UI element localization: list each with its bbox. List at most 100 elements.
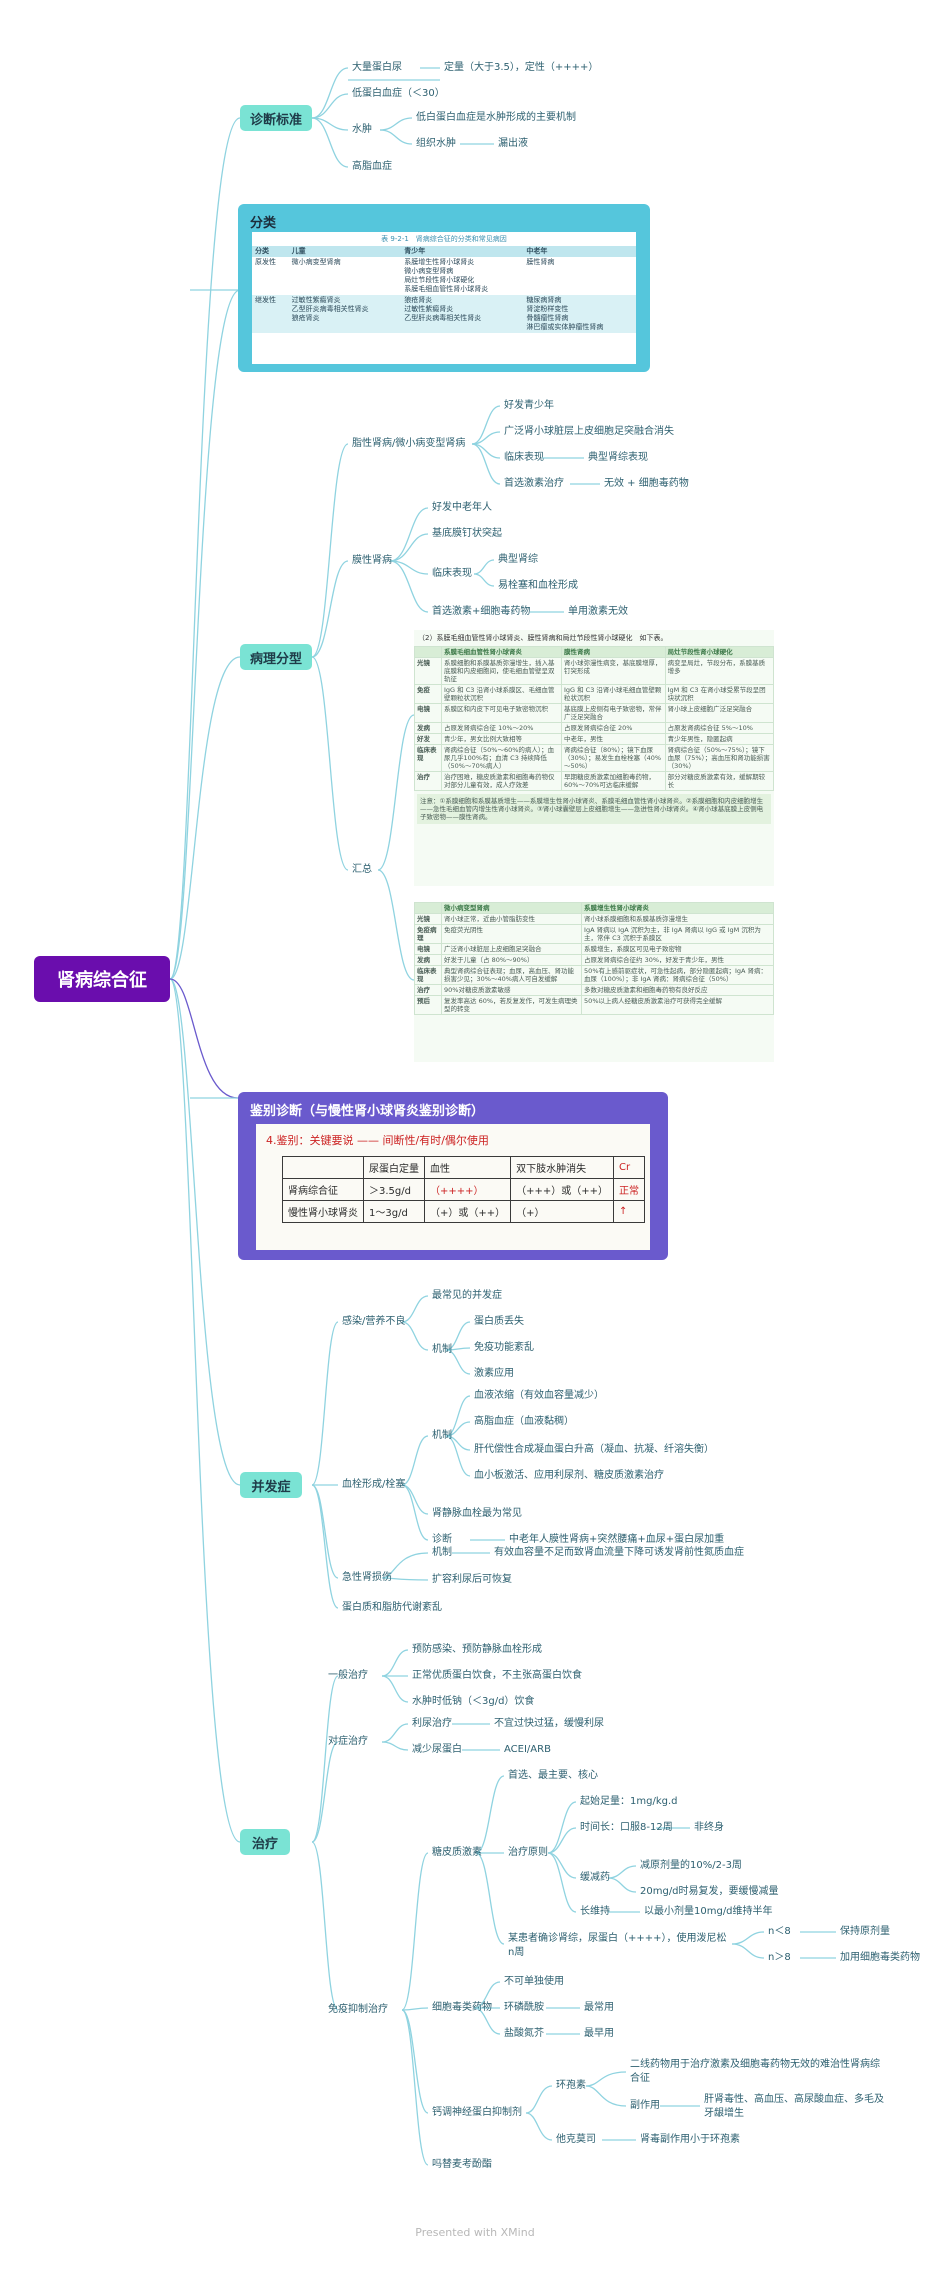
node-hypoalbuminemia[interactable]: 低蛋白血症（＜30） [352, 88, 445, 99]
node-aki-recovery[interactable]: 扩容利尿后可恢复 [432, 1574, 512, 1585]
summary-cell: 50%以上病人经糖皮质激素治疗可获得完全缓解 [581, 995, 774, 1015]
node-cyclophosphamide[interactable]: 环磷酰胺 [504, 2002, 544, 2013]
node-mn-thrombosis[interactable]: 易栓塞和血栓形成 [498, 580, 578, 591]
node-renal-vein[interactable]: 肾静脉血栓最为常见 [432, 1508, 522, 1519]
node-mc-age[interactable]: 好发青少年 [504, 400, 554, 411]
node-general-treatment[interactable]: 一般治疗 [328, 1670, 368, 1681]
topic-diagnosis-criteria[interactable]: 诊断标准 [240, 105, 312, 131]
node-aki-detail[interactable]: 有效血容量不足而致肾血流量下降可诱发肾前性氮质血症 [494, 1547, 744, 1558]
node-aki[interactable]: 急性肾损伤 [342, 1572, 392, 1583]
node-gc-duration[interactable]: 时间长：口服8-12周 [580, 1822, 673, 1833]
node-acei-arb[interactable]: ACEI/ARB [504, 1744, 551, 1755]
node-gc-taper[interactable]: 缓减药 [580, 1872, 610, 1883]
node-n-less-8[interactable]: n＜8 [768, 1926, 791, 1937]
node-diuretic[interactable]: 利尿治疗 [412, 1718, 452, 1729]
node-tacrolimus[interactable]: 他克莫司 [556, 2134, 596, 2145]
summary-header: 局灶节段性肾小球硬化 [664, 646, 774, 658]
node-tacrolimus-detail[interactable]: 肾毒副作用小于环孢素 [640, 2134, 740, 2145]
topic-pathology-types[interactable]: 病理分型 [240, 644, 312, 670]
node-metabolic-disorder[interactable]: 蛋白质和脂肪代谢紊乱 [342, 1602, 442, 1613]
node-aki-mechanism[interactable]: 机制 [432, 1547, 452, 1558]
node-tissue-edema[interactable]: 组织水肿 [416, 138, 456, 149]
node-mn-clinical[interactable]: 临床表现 [432, 568, 472, 579]
node-membranous[interactable]: 膜性肾病 [352, 555, 392, 566]
node-hemoconcentration[interactable]: 血液浓缩（有效血容量减少） [474, 1390, 604, 1401]
node-hyperlipidemia[interactable]: 高脂血症 [352, 161, 392, 172]
node-proteinuria-quant[interactable]: 定量（大于3.5），定性（++++） [444, 62, 599, 73]
node-symptomatic[interactable]: 对症治疗 [328, 1736, 368, 1747]
node-keep-dose[interactable]: 保持原剂量 [840, 1926, 890, 1937]
node-diagnosis-detail[interactable]: 中老年人膜性肾病+突然腰痛+血尿+蛋白尿加重 [509, 1534, 725, 1545]
node-cyclosporine[interactable]: 环孢素 [556, 2080, 586, 2091]
node-thrombosis-diagnosis[interactable]: 诊断 [432, 1534, 452, 1545]
node-cyclosporine-second-line[interactable]: 二线药物用于治疗激素及细胞毒药物无效的难治性肾病综合征 [630, 2059, 880, 2084]
node-add-cytotoxic[interactable]: 加用细胞毒类药物 [840, 1952, 920, 1963]
topic-treatment[interactable]: 治疗 [240, 1829, 290, 1855]
node-mc-foot-process[interactable]: 广泛肾小球脏层上皮细胞足突融合消失 [504, 426, 674, 437]
node-gc-taper-caution[interactable]: 20mg/d时易复发，要缓慢减量 [640, 1886, 779, 1897]
node-earliest[interactable]: 最早用 [584, 2028, 614, 2039]
node-transudate[interactable]: 漏出液 [498, 138, 528, 149]
node-gc-first-choice[interactable]: 首选、最主要、核心 [508, 1770, 598, 1781]
node-edema[interactable]: 水肿 [352, 124, 372, 135]
node-glucocorticoid[interactable]: 糖皮质激素 [432, 1847, 482, 1858]
node-infection[interactable]: 感染/营养不良 [342, 1316, 406, 1327]
node-blood-viscosity[interactable]: 高脂血症（血液黏稠） [474, 1416, 574, 1427]
node-gc-case[interactable]: 某患者确诊肾综，尿蛋白（++++），使用泼尼松n周 [508, 1933, 727, 1958]
node-infection-mechanism[interactable]: 机制 [432, 1344, 452, 1355]
node-mc-typical[interactable]: 典型肾综表现 [588, 452, 648, 463]
node-mn-steroid-alone[interactable]: 单用激素无效 [568, 606, 628, 617]
node-protein-diet[interactable]: 正常优质蛋白饮食，不主张高蛋白饮食 [412, 1670, 582, 1681]
node-reduce-proteinuria[interactable]: 减少尿蛋白 [412, 1744, 462, 1755]
node-immunosuppressive[interactable]: 免疫抑制治疗 [328, 2004, 388, 2015]
diff-cell: ↑ [613, 1200, 646, 1223]
node-calcineurin[interactable]: 钙调神经蛋白抑制剂 [432, 2107, 522, 2118]
node-gc-initial-dose[interactable]: 起始足量：1mg/kg.d [580, 1796, 678, 1807]
node-massive-proteinuria[interactable]: 大量蛋白尿 [352, 62, 402, 73]
node-mn-treatment[interactable]: 首选激素+细胞毒药物 [432, 606, 531, 617]
node-protein-loss[interactable]: 蛋白质丢失 [474, 1316, 524, 1327]
node-summary[interactable]: 汇总 [352, 864, 372, 875]
node-side-effects-detail[interactable]: 肝肾毒性、高血压、高尿酸血症、多毛及牙龈增生 [704, 2094, 884, 2119]
node-n-more-8[interactable]: n＞8 [768, 1952, 791, 1963]
node-gc-principles[interactable]: 治疗原则 [508, 1847, 548, 1858]
node-steroid-use[interactable]: 激素应用 [474, 1368, 514, 1379]
node-immune-disorder[interactable]: 免疫功能紊乱 [474, 1342, 534, 1353]
node-gc-maintain[interactable]: 长维持 [580, 1906, 610, 1917]
node-gc-maintain-dose[interactable]: 以最小剂量10mg/d维持半年 [644, 1906, 773, 1917]
topic-complications[interactable]: 并发症 [240, 1472, 302, 1498]
node-thrombosis-mechanism[interactable]: 机制 [432, 1430, 452, 1441]
node-minimal-change[interactable]: 脂性肾病/微小病变型肾病 [352, 438, 466, 449]
node-side-effects[interactable]: 副作用 [630, 2100, 660, 2111]
node-mn-typical[interactable]: 典型肾综 [498, 554, 538, 565]
node-prevent-infection[interactable]: 预防感染、预防静脉血栓形成 [412, 1644, 542, 1655]
summary-row-label: 预后 [414, 995, 442, 1015]
root-topic[interactable]: 肾病综合征 [34, 956, 170, 1002]
node-mc-ineffective[interactable]: 无效 + 细胞毒药物 [604, 478, 689, 489]
diff-cell: 正常 [613, 1178, 646, 1201]
node-low-sodium[interactable]: 水肿时低钠（＜3g/d）饮食 [412, 1696, 535, 1707]
diff-header [282, 1156, 364, 1179]
node-thrombosis[interactable]: 血栓形成/栓塞 [342, 1479, 406, 1490]
summary-cell: 90%对糖皮质激素敏感 [440, 984, 583, 996]
node-platelet-activation[interactable]: 血小板激活、应用利尿剂、糖皮质激素治疗 [474, 1470, 664, 1481]
node-gc-taper-rate[interactable]: 减原剂量的10%/2-3周 [640, 1860, 742, 1871]
node-edema-mechanism[interactable]: 低白蛋白血症是水肿形成的主要机制 [416, 112, 576, 123]
node-gc-not-lifelong[interactable]: 非终身 [694, 1822, 724, 1833]
node-mc-clinical[interactable]: 临床表现 [504, 452, 544, 463]
node-mn-spikes[interactable]: 基底膜钉状突起 [432, 528, 502, 539]
node-mycophenolate[interactable]: 吗替麦考酚酯 [432, 2159, 492, 2170]
node-not-alone[interactable]: 不可单独使用 [504, 1976, 564, 1987]
node-cytotoxic[interactable]: 细胞毒类药物 [432, 2002, 492, 2013]
node-coagulation-imbalance[interactable]: 肝代偿性合成凝血蛋白升高（凝血、抗凝、纤溶失衡） [474, 1444, 714, 1455]
node-mc-steroid[interactable]: 首选激素治疗 [504, 478, 564, 489]
summary-table-1-grid: 系膜毛细血管性肾小球肾炎膜性肾病局灶节段性肾小球硬化光镜系膜细胞和系膜基质弥漫增… [414, 646, 774, 791]
summary-cell: 青少年，男女比例大致相等 [441, 733, 562, 745]
node-infection-common[interactable]: 最常见的并发症 [432, 1290, 502, 1301]
node-most-common[interactable]: 最常用 [584, 2002, 614, 2013]
node-mn-age[interactable]: 好发中老年人 [432, 502, 492, 513]
node-diuretic-detail[interactable]: 不宜过快过猛，缓慢利尿 [494, 1718, 604, 1729]
node-nitrogen-mustard[interactable]: 盐酸氮芥 [504, 2028, 544, 2039]
diff-cell: ＞3.5g/d [363, 1178, 425, 1201]
